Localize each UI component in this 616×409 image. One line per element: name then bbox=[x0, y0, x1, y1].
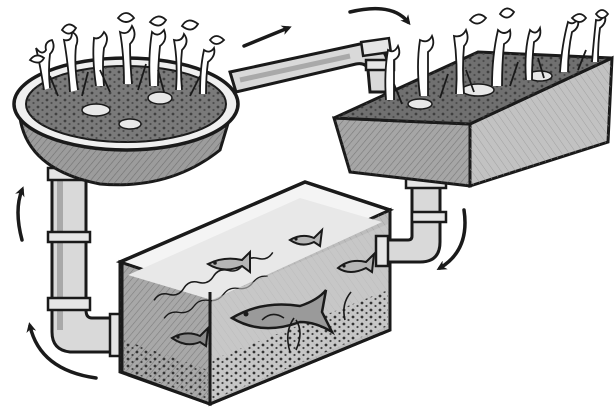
rect-grow-bed bbox=[334, 8, 612, 186]
left-return-pipe bbox=[48, 168, 125, 356]
arrow-top-curve-icon bbox=[350, 9, 408, 22]
arrow-left-up-icon bbox=[18, 190, 22, 240]
round-grow-bed bbox=[14, 13, 238, 185]
fish-tank bbox=[120, 182, 390, 404]
arrow-top-right-icon bbox=[244, 28, 288, 46]
top-pipe bbox=[230, 38, 394, 92]
